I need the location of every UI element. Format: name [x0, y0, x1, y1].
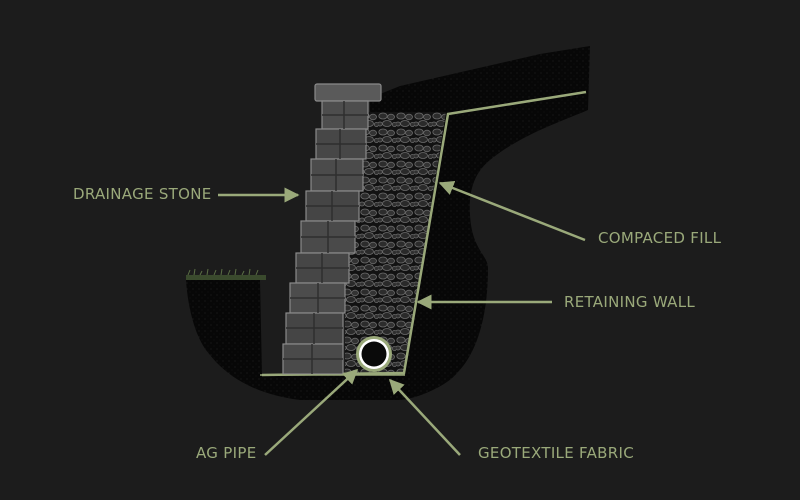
arrow-geotextile-fabric: [388, 378, 461, 456]
ag-pipe-icon: [356, 336, 392, 372]
wall-blocks: [282, 83, 382, 375]
label-retaining-wall: RETAINING WALL: [564, 293, 696, 311]
label-drainage-stone: DRAINAGE STONE: [73, 185, 212, 203]
leader-arrows: [218, 180, 586, 456]
wall-cap-block: [314, 83, 382, 102]
label-geotextile-fabric: GEOTEXTILE FABRIC: [478, 444, 634, 462]
soil-mass: [186, 46, 590, 400]
grass-line: [186, 268, 266, 280]
label-compacted-fill: COMPACED FILL: [598, 229, 722, 247]
drainage-gravel: [345, 112, 446, 375]
label-ag-pipe: AG PIPE: [196, 444, 257, 462]
arrow-compacted-fill: [438, 180, 586, 242]
arrow-ag-pipe: [264, 368, 359, 456]
